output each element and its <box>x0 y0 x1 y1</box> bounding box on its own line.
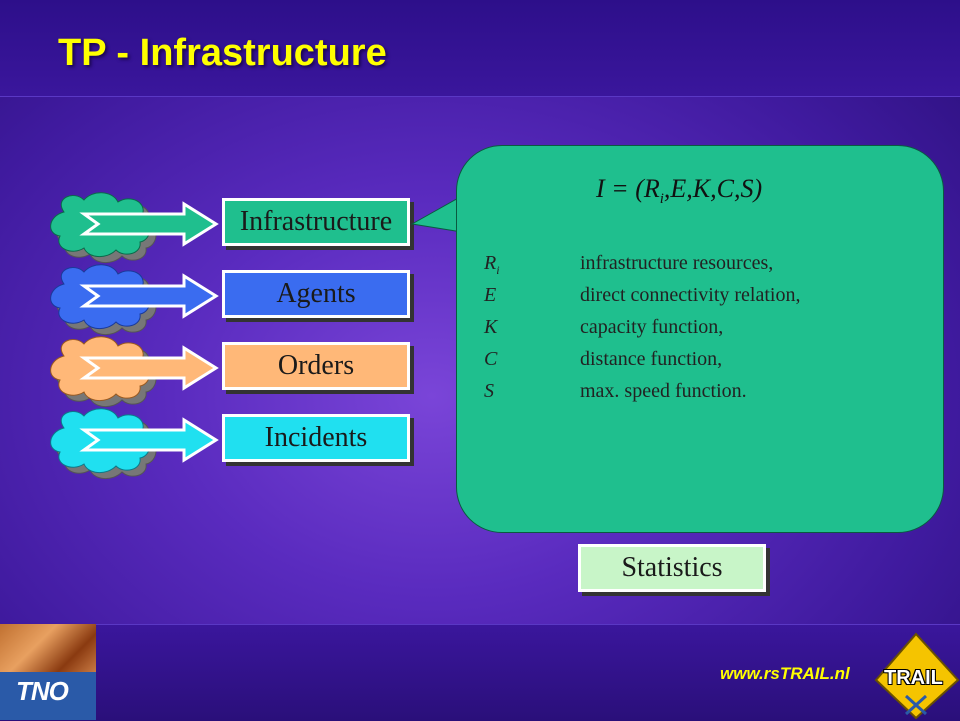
module-label: Agents <box>276 278 356 309</box>
formula: I = (Ri,E,K,C,S) <box>596 174 762 208</box>
module-orders: Orders <box>222 342 410 390</box>
tno-logo <box>0 672 96 720</box>
trail-logo-text: TRAIL <box>884 667 943 689</box>
formula-suffix: ,E,K,C,S) <box>663 174 763 203</box>
definition-symbol: E <box>484 284 496 307</box>
statistics-box: Statistics <box>578 544 766 592</box>
definition-text: direct connectivity relation, <box>580 284 801 306</box>
symbol-letter: S <box>484 380 494 402</box>
definition-symbol: S <box>484 380 494 403</box>
module-incidents: Incidents <box>222 414 410 462</box>
definition-symbol: K <box>484 316 497 339</box>
symbol-letter: K <box>484 316 498 338</box>
website-url: www.rsTRAIL.nl <box>720 664 850 683</box>
definition-symbol: C <box>484 348 497 371</box>
tno-logo-text: TNO <box>16 676 69 706</box>
formula-subscript: i <box>659 191 664 208</box>
module-label: Orders <box>277 350 355 381</box>
symbol-letter: C <box>484 348 498 370</box>
definition-text: distance function, <box>580 348 723 370</box>
cloud-agents <box>50 264 219 335</box>
module-infrastructure: Infrastructure <box>222 198 410 246</box>
formula-prefix: I = (R <box>596 174 660 203</box>
statistics-label: Statistics <box>621 552 723 583</box>
module-label: Incidents <box>264 422 368 453</box>
cloud-infrastructure <box>50 192 219 263</box>
module-agents: Agents <box>222 270 410 318</box>
slide-title: TP - Infrastructure <box>58 32 387 74</box>
definition-callout <box>456 145 944 533</box>
symbol-subscript: i <box>496 263 500 277</box>
cloud-incidents <box>50 408 219 479</box>
trail-logo-icon <box>874 632 960 720</box>
definition-text: capacity function, <box>580 316 724 338</box>
cloud-orders <box>50 336 219 407</box>
module-label: Infrastructure <box>239 206 393 237</box>
definition-text: infrastructure resources, <box>580 252 774 274</box>
definition-symbol: Ri <box>484 252 500 278</box>
symbol-letter: E <box>484 284 497 306</box>
title-bar <box>0 0 960 97</box>
footer-bar <box>0 624 960 721</box>
definition-text: max. speed function. <box>580 380 747 402</box>
symbol-letter: R <box>484 252 497 274</box>
